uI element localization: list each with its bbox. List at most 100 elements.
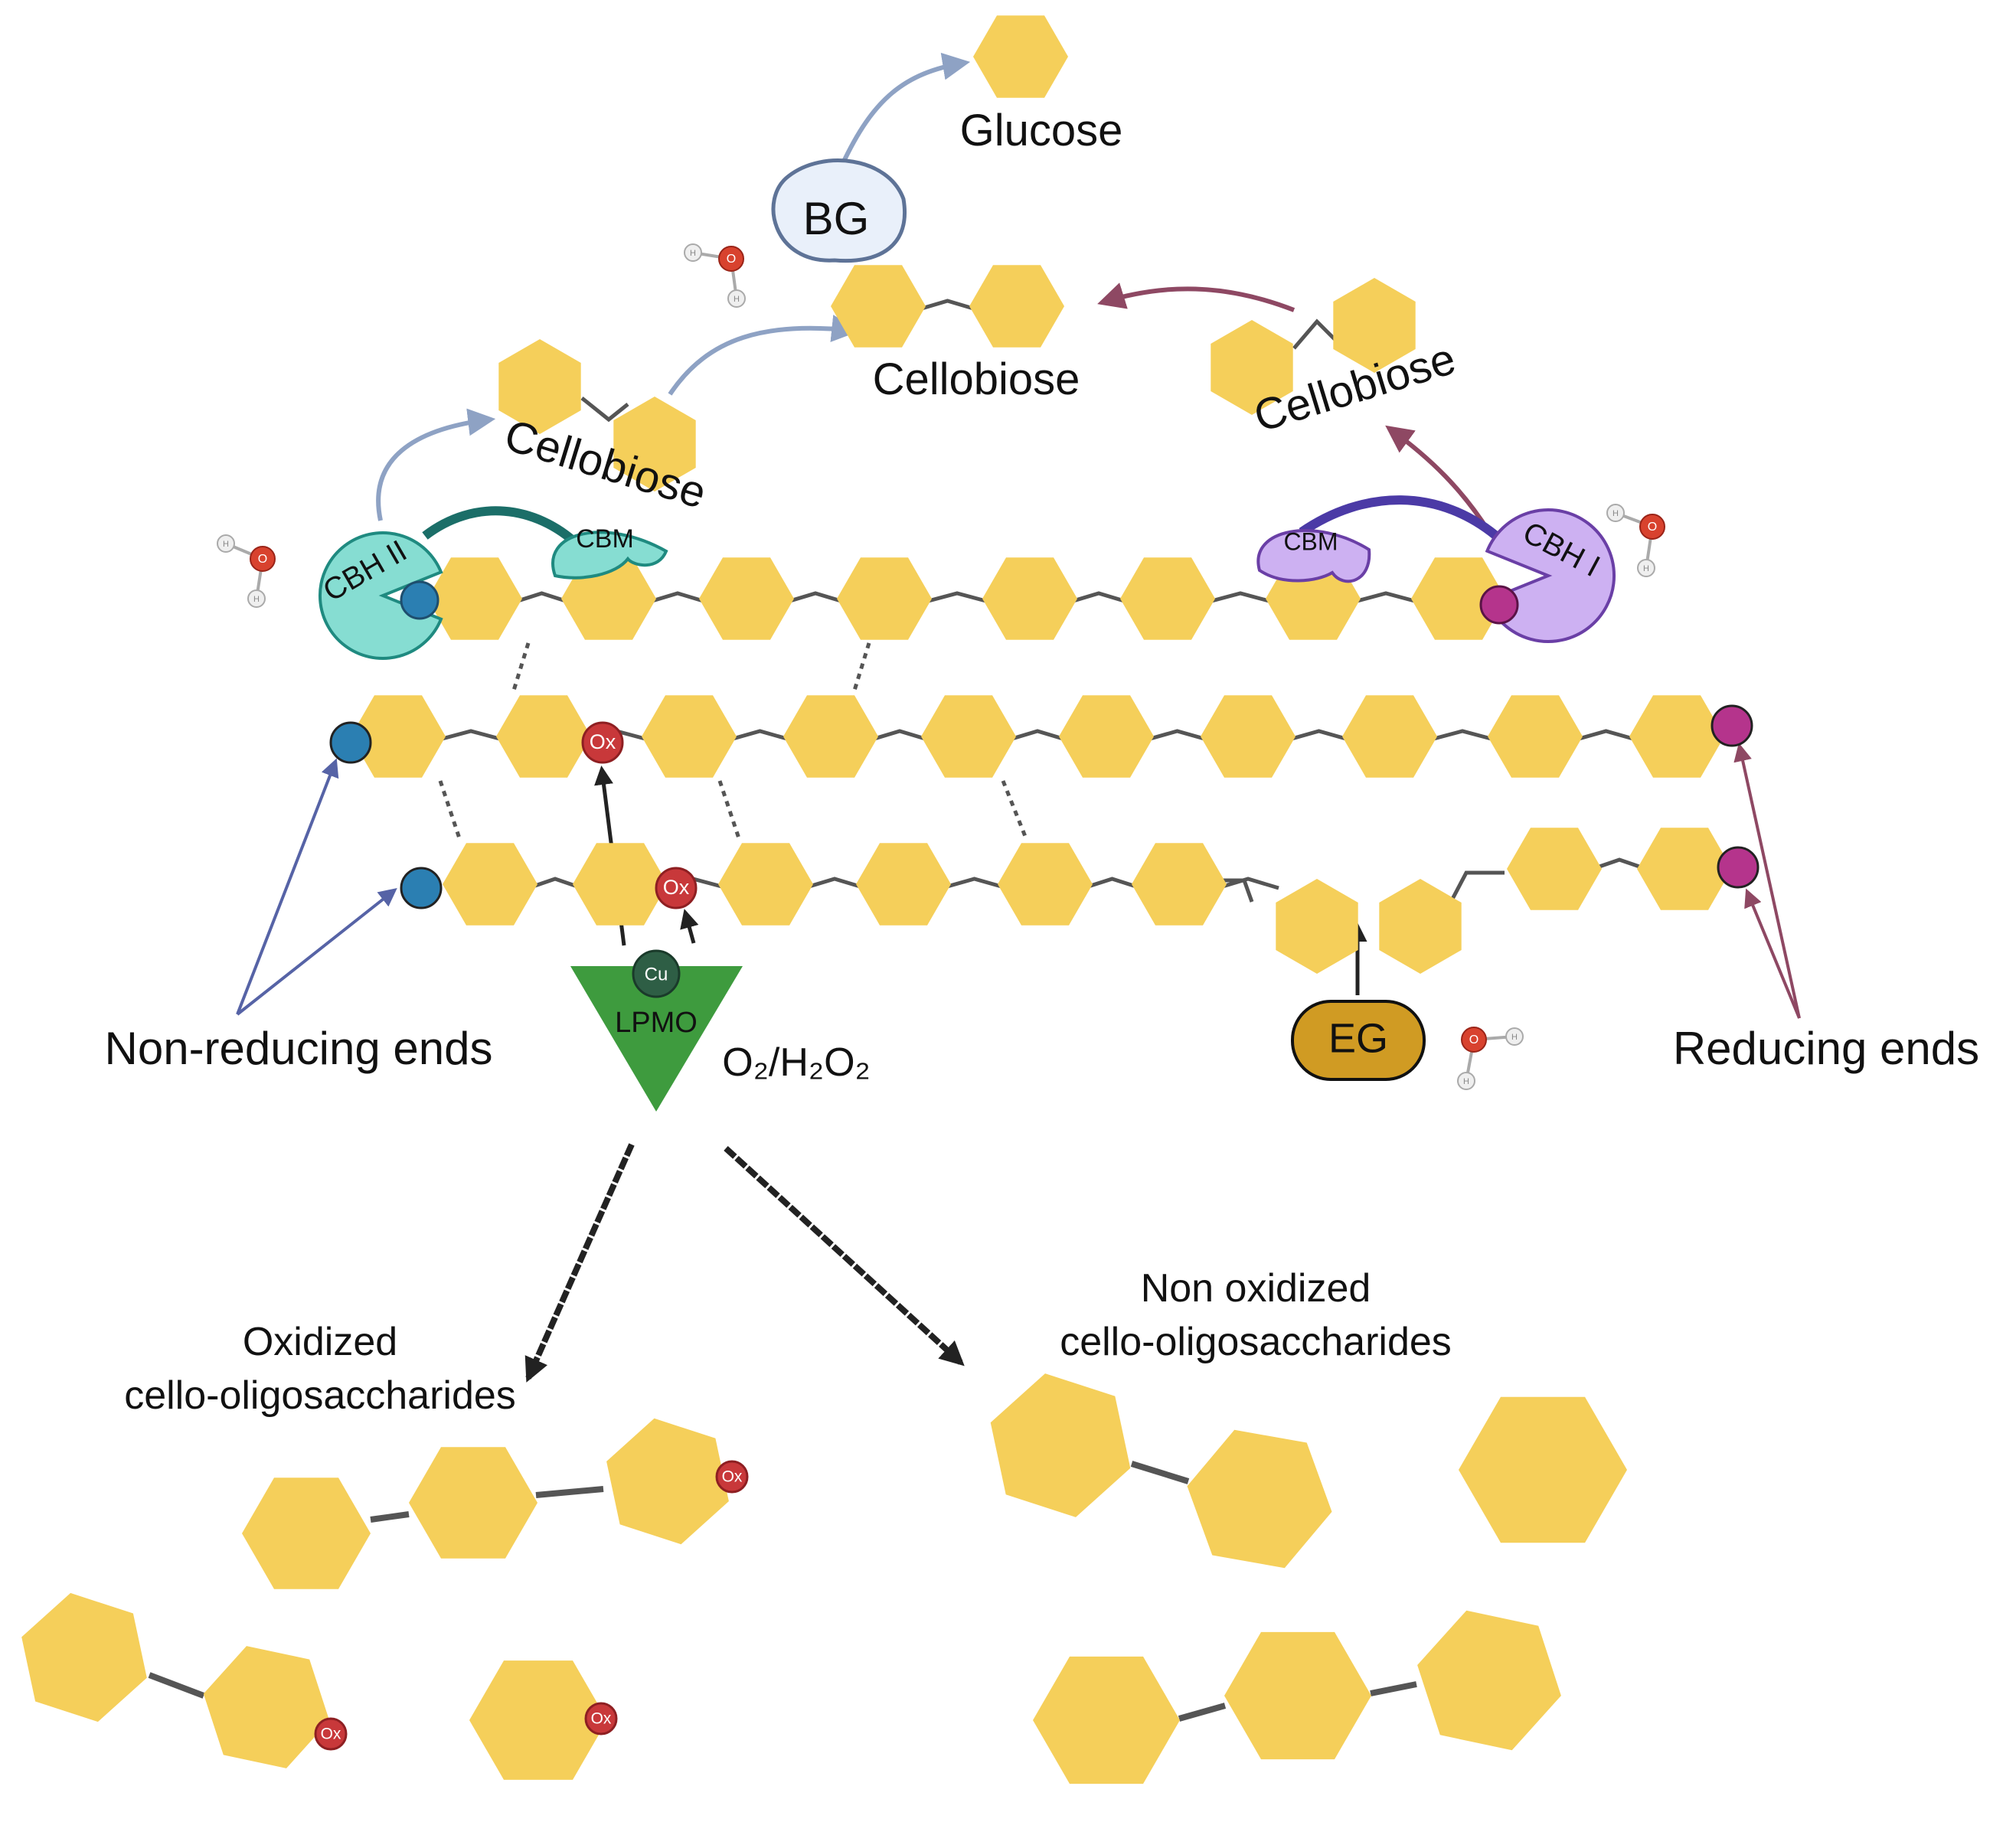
ox-label: Ox <box>663 876 690 899</box>
oxidized-site <box>314 1717 348 1751</box>
water-o-label: O <box>1469 1033 1479 1047</box>
glucose-unit <box>837 557 932 640</box>
glycosidic-bond <box>1178 1703 1227 1722</box>
glucose-unit <box>699 557 794 640</box>
glucose-product <box>973 15 1068 98</box>
nonoxidized-oligo-unit <box>1459 1396 1627 1543</box>
water-hydrogen <box>247 589 266 608</box>
glucose-unit <box>642 695 737 778</box>
nonoxidized-oligo-unit <box>1033 1656 1180 1784</box>
glycosidic-bond <box>528 877 583 890</box>
glycosidic-bond <box>646 591 709 605</box>
glucose-unit <box>783 695 878 778</box>
arrow-reducing-end <box>1744 888 1801 1019</box>
water-hydrogen <box>684 243 702 262</box>
ox-label: Ox <box>591 1710 612 1728</box>
water-h-label: H <box>223 540 229 549</box>
glucose-unit <box>1059 695 1154 778</box>
arrow-non-reducing-end <box>236 888 397 1016</box>
water-hydrogen <box>1505 1027 1524 1046</box>
oxidized-oligo-unit <box>21 1592 147 1722</box>
glycosidic-bond <box>1286 729 1352 743</box>
glucose-unit <box>998 843 1093 926</box>
water-h-label: H <box>253 595 260 604</box>
cbh1-linker <box>1299 495 1504 544</box>
oxidized-label-line1: Oxidized <box>243 1320 397 1364</box>
nonoxidized-oligo-unit <box>1224 1631 1371 1760</box>
nonoxidized-oligo-unit <box>990 1373 1131 1517</box>
water-molecule: HHO <box>1457 1027 1524 1090</box>
glycosidic-bond <box>1205 591 1276 605</box>
eg-label: EG <box>1328 1015 1388 1061</box>
ox-label: Ox <box>321 1726 341 1743</box>
water-hydrogen <box>1606 504 1625 522</box>
non-reducing-end <box>400 867 443 909</box>
oxidized-oligo-unit <box>242 1478 371 1589</box>
cellobiose-unit <box>613 397 696 491</box>
arrow-non-reducing-end <box>236 758 339 1015</box>
oxidized-oligo-unit <box>469 1660 607 1780</box>
cellobiose-label-center: Cellobiose <box>873 354 1080 404</box>
nonoxidized-label-line1: Non oxidized <box>1141 1266 1371 1311</box>
lpmo-enzyme <box>570 966 743 1112</box>
reducing-end <box>1710 704 1753 747</box>
oxidized-oligo-unit <box>409 1447 537 1559</box>
glucose-unit <box>1488 695 1583 778</box>
oxidized-label-line2: cello-oligosaccharides <box>124 1373 516 1418</box>
cbh1-bound-end <box>1479 585 1519 625</box>
glucose-unit <box>856 843 951 926</box>
glycosidic-bond <box>727 729 793 743</box>
oxidized-oligo-unit <box>203 1646 330 1768</box>
copper-site <box>632 949 681 998</box>
cbh2-linker <box>422 506 582 549</box>
arrow-from-cbh1 <box>1385 425 1492 534</box>
oxidized-site <box>584 1702 618 1735</box>
glycosidic-bond <box>535 1486 604 1498</box>
glycosidic-bond <box>922 591 992 605</box>
glycosidic-bonds <box>148 299 1647 1722</box>
glucose-unit <box>1201 695 1296 778</box>
glycosidic-bond <box>512 591 571 605</box>
glycosidic-bond <box>370 1511 410 1523</box>
glucose-unit <box>1276 879 1358 974</box>
glycosidic-bond <box>1370 1681 1417 1696</box>
cellobiose-unit <box>1333 278 1416 373</box>
glucose-unit <box>1132 843 1227 926</box>
oxidized-oligo-unit <box>606 1418 729 1545</box>
eg-enzyme <box>1291 1000 1426 1081</box>
cbm-right-label: CBM <box>1283 527 1338 555</box>
water-molecule: HHO <box>684 243 746 308</box>
reducing-end <box>1717 846 1760 889</box>
glucose-unit <box>1379 879 1462 974</box>
water-oxygen <box>1461 1027 1487 1053</box>
water-h-label: H <box>734 295 740 304</box>
hydrogen-bonds <box>438 642 1028 839</box>
glucose-unit <box>1120 557 1215 640</box>
glucose-unit <box>921 695 1016 778</box>
water-o-label: O <box>727 253 736 266</box>
glycosidic-bond <box>1083 877 1142 890</box>
water-h-label: H <box>1643 564 1649 573</box>
glycosidic-bond <box>1292 318 1338 350</box>
cbh2-enzyme <box>318 531 443 660</box>
glucose-unit <box>351 695 446 778</box>
glycosidic-bond <box>1067 591 1130 605</box>
glycosidic-bond <box>1573 729 1639 743</box>
cbh1-enzyme <box>1485 508 1616 643</box>
cellobiose-unit <box>498 339 581 434</box>
water-molecule: HHO <box>1606 504 1665 577</box>
nonoxidized-oligo-unit <box>1187 1429 1332 1569</box>
reducing-ends-label: Reducing ends <box>1673 1023 1979 1074</box>
non-reducing-end <box>329 721 372 764</box>
glucose-unit <box>718 843 813 926</box>
cellobiose-unit <box>969 265 1064 348</box>
glucose-unit <box>1637 828 1732 910</box>
oxidized-site <box>655 867 698 909</box>
cbm-left-label: CBM <box>576 524 634 553</box>
cellobiose-unit <box>1211 320 1293 415</box>
glycosidic-bond <box>436 729 506 743</box>
glycosidic-bond <box>1351 591 1421 605</box>
